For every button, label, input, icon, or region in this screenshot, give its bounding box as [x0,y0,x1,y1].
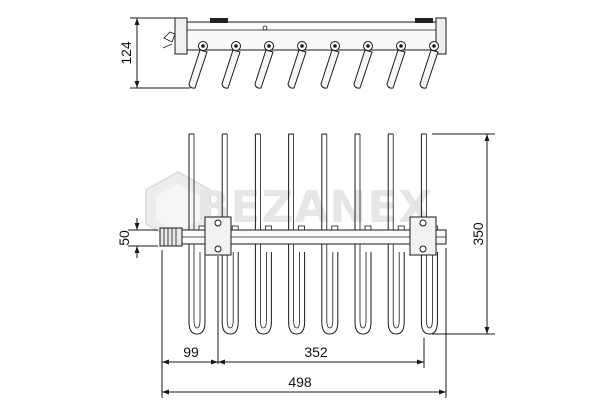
dim-label-50: 50 [116,230,132,246]
side-left-cap [174,17,188,55]
side-pin [386,41,406,89]
side-pin [320,41,340,89]
rod [254,133,272,335]
rods [188,133,438,335]
dim-label-350: 350 [470,222,486,246]
rod [188,133,206,335]
rod [387,133,405,335]
dim-label-124: 124 [118,41,134,65]
watermark-text: BEZANEX [196,182,433,233]
dim-label-498: 498 [288,374,312,390]
front-view: 50 350 99 352 498 [116,133,495,398]
rod [321,133,339,335]
side-pin [353,41,373,89]
dim-label-99: 99 [183,344,199,360]
front-connector [159,227,183,247]
rod [288,133,306,335]
side-pin [188,41,208,89]
side-pin [287,41,307,89]
rod [354,133,372,335]
dim-label-352: 352 [304,344,328,360]
side-pin [254,41,274,89]
side-pin [419,41,439,89]
side-pins [188,41,439,89]
side-pin [221,41,241,89]
side-view: 124 [118,17,447,89]
